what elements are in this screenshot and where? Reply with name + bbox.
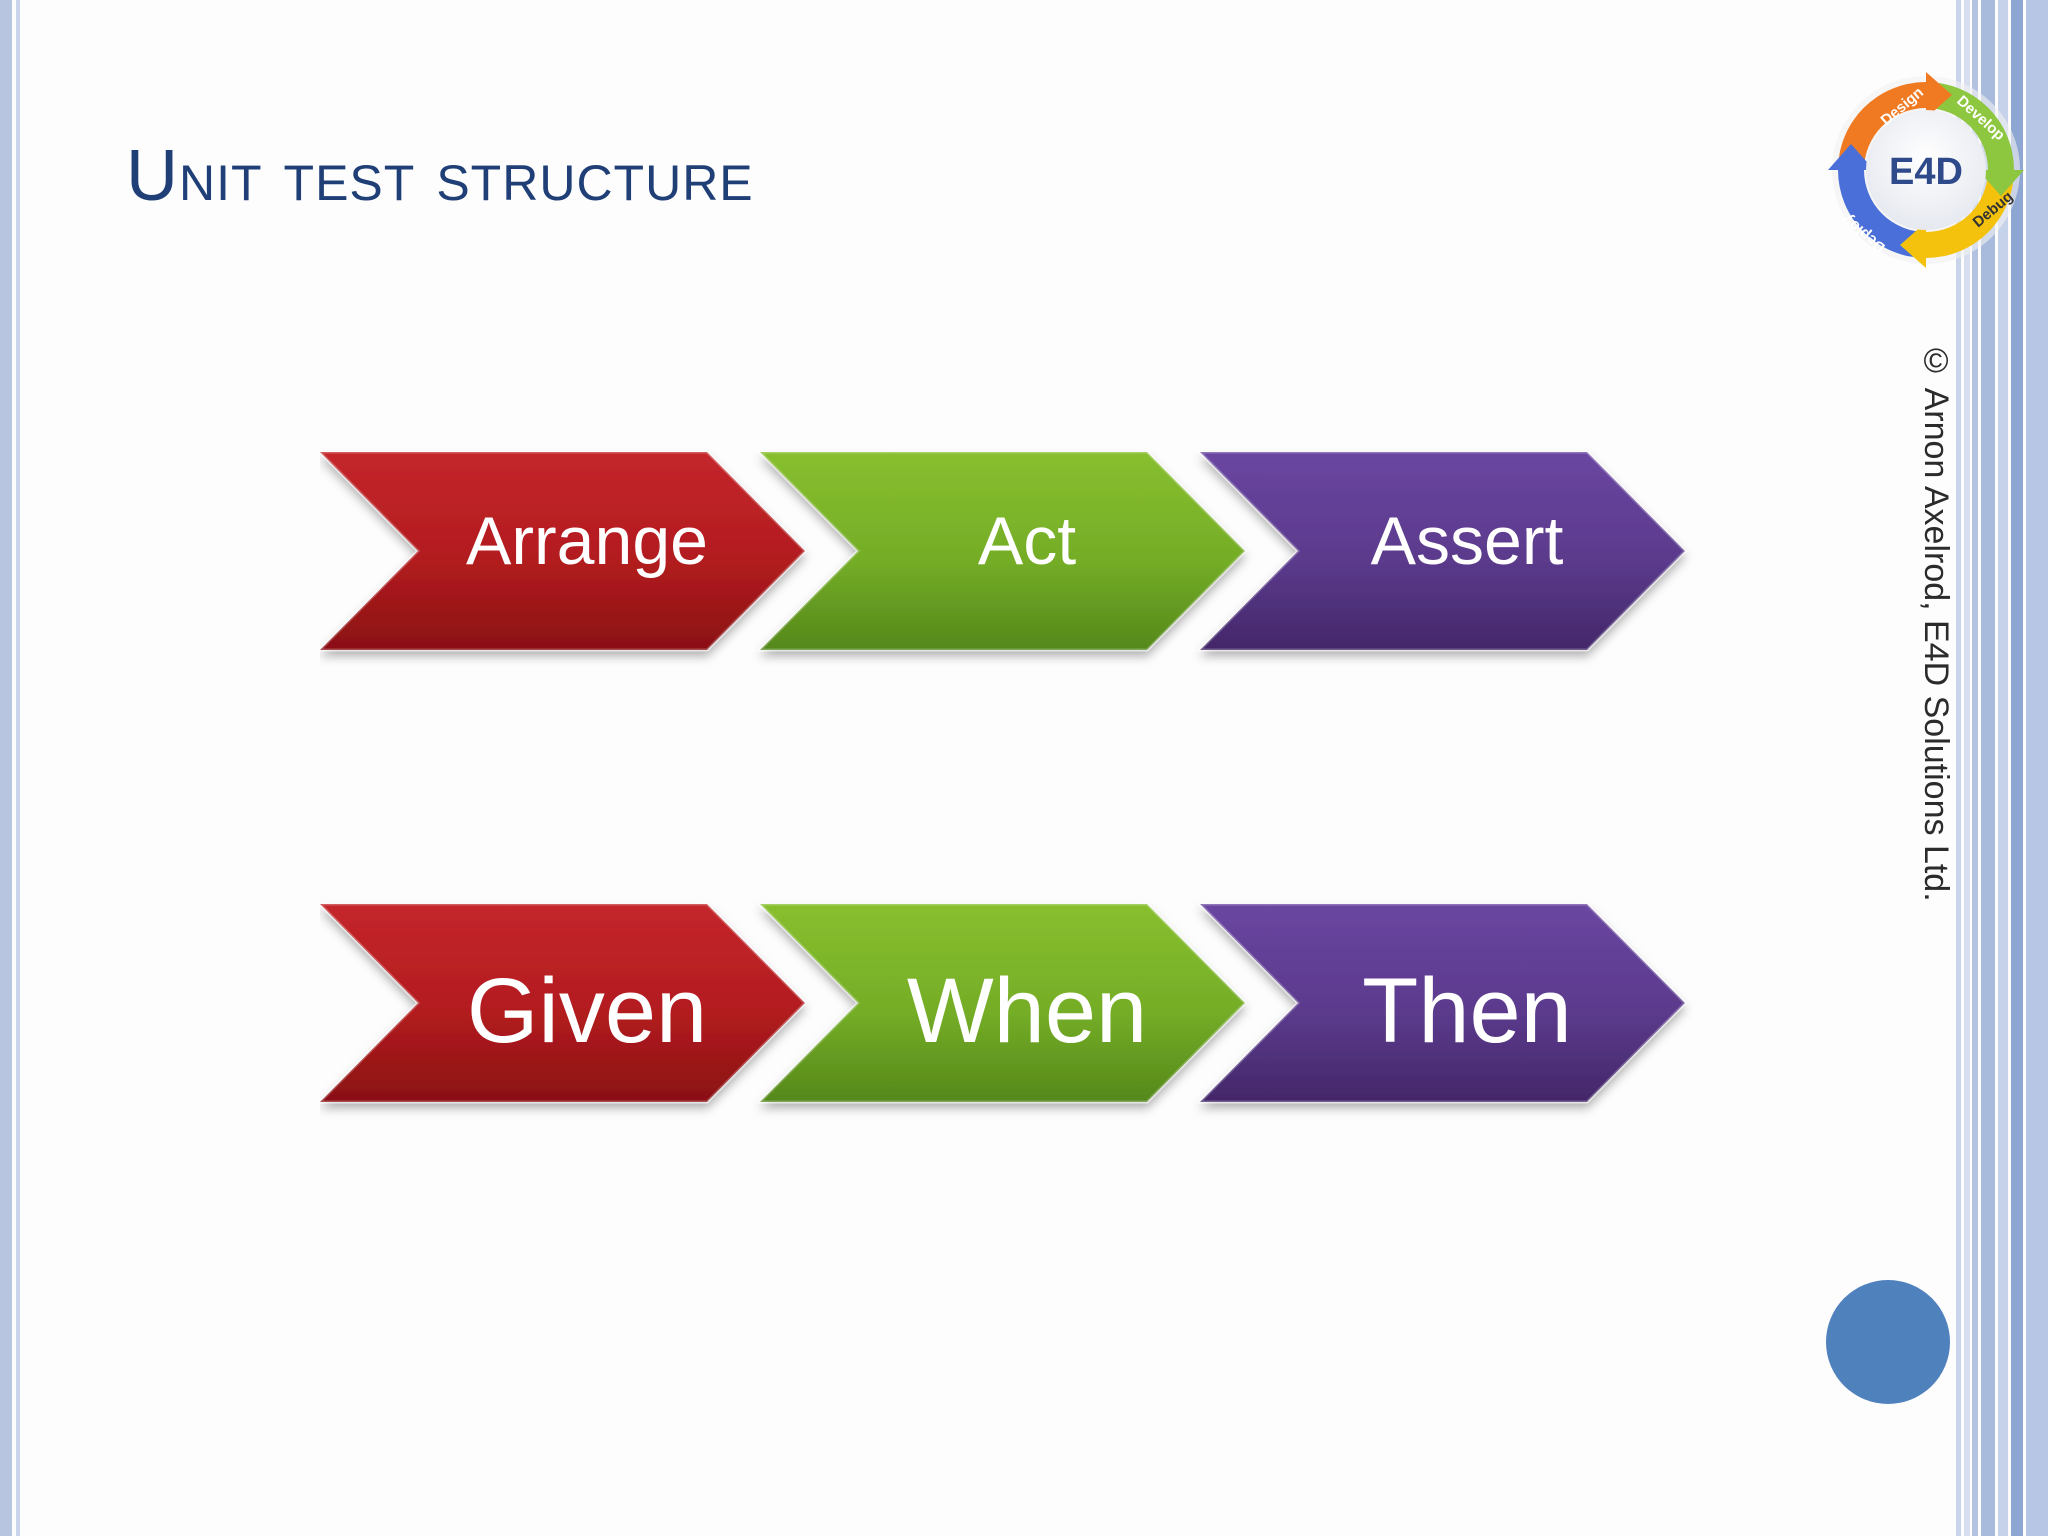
logo-segment-develop bbox=[1926, 82, 2014, 170]
chevron-arrange bbox=[320, 450, 808, 652]
chevron-when bbox=[756, 902, 1248, 1104]
chevron-act bbox=[756, 450, 1248, 652]
decorative-circle bbox=[1826, 1280, 1950, 1404]
copyright-notice: © Arnon Axelrod, E4D Solutions Ltd. bbox=[1917, 342, 1955, 902]
chevron-label-act: Act bbox=[978, 503, 1076, 579]
slide-title: Unit test structure bbox=[126, 136, 754, 216]
chevron-label-when: When bbox=[907, 960, 1147, 1062]
logo-center-text: E4D bbox=[1889, 151, 1963, 193]
chevron-given bbox=[320, 902, 808, 1104]
right-border-stripe bbox=[2026, 0, 2048, 1536]
right-border-stripe bbox=[2011, 0, 2023, 1536]
chevron-label-arrange: Arrange bbox=[466, 503, 708, 579]
logo-segment-deploy bbox=[1838, 170, 1926, 258]
left-border-stripe bbox=[16, 0, 20, 1536]
logo-segment-debug bbox=[1926, 170, 2014, 258]
chevron-label-given: Given bbox=[467, 960, 707, 1062]
logo-segment-design bbox=[1838, 82, 1926, 170]
chevron-assert bbox=[1196, 450, 1688, 652]
chevron-label-assert: Assert bbox=[1371, 503, 1564, 579]
chevron-then bbox=[1196, 902, 1688, 1104]
right-border-stripe bbox=[1964, 0, 1970, 1536]
right-border-stripe bbox=[1972, 0, 1978, 1536]
right-border-stripe bbox=[1956, 0, 1961, 1536]
e4d-logo: E4D Design Develop Debug Deploy bbox=[1828, 72, 2024, 268]
left-border-stripe bbox=[0, 0, 12, 1536]
chevron-label-then: Then bbox=[1362, 960, 1572, 1062]
right-border-stripe bbox=[1998, 0, 2008, 1536]
right-border-stripe bbox=[1981, 0, 1995, 1536]
